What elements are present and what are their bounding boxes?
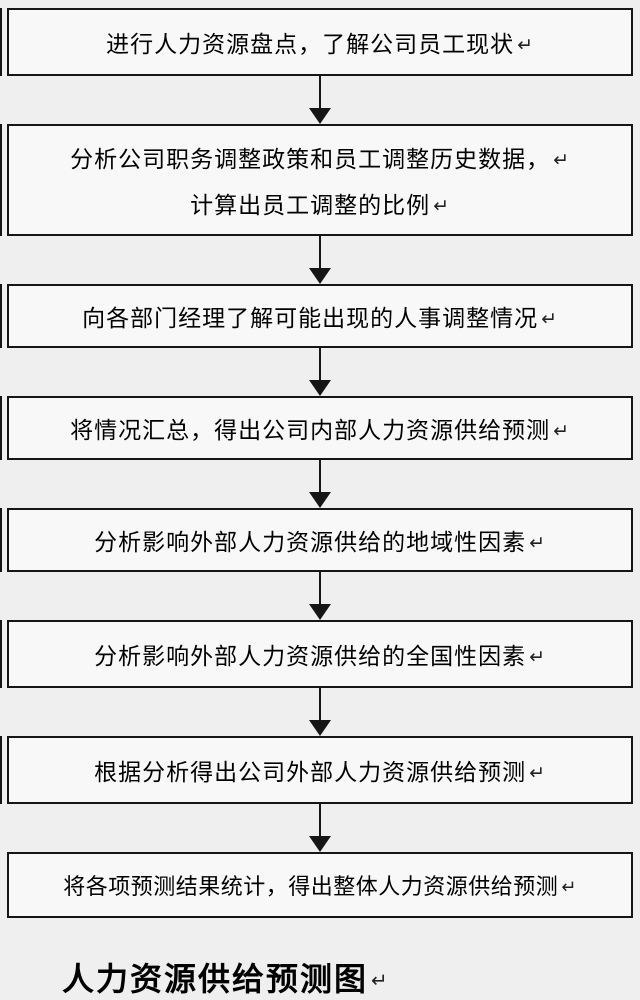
return-mark-icon: ↵ (529, 532, 546, 554)
step-text: 将情况汇总，得出公司内部人力资源供给预测 (70, 417, 551, 443)
down-arrow-6 (0, 688, 640, 736)
step-text: 进行人力资源盘点，了解公司员工现状 (106, 31, 515, 57)
arrow-head-icon (309, 380, 331, 396)
flow-step-5: 分析影响外部人力资源供给的地域性因素↵ (0, 508, 633, 572)
return-mark-icon: ↵ (553, 149, 570, 171)
return-mark-icon: ↵ (529, 646, 546, 668)
arrow-stem (319, 76, 321, 108)
diagram-title-text: 人力资源供给预测图 (62, 961, 369, 997)
step-text: 计算出员工调整的比例 (190, 192, 431, 218)
down-arrow-7 (0, 804, 640, 852)
arrow-stem (319, 804, 321, 836)
down-arrow-5 (0, 572, 640, 620)
arrow-stem (319, 236, 321, 268)
flow-step-6: 分析影响外部人力资源供给的全国性因素↵ (0, 620, 633, 688)
flow-step-text: 分析影响外部人力资源供给的全国性因素↵ (94, 637, 546, 671)
return-mark-icon: ↵ (541, 308, 558, 330)
flow-step-8: 将各项预测结果统计，得出整体人力资源供给预测↵ (7, 852, 633, 918)
arrow-head-icon (309, 836, 331, 852)
down-arrow-3 (0, 348, 640, 396)
return-mark-icon: ↵ (561, 877, 577, 898)
arrow-head-icon (309, 108, 331, 124)
arrow-stem (319, 572, 321, 604)
flow-step-text: 向各部门经理了解可能出现的人事调整情况↵ (82, 299, 558, 333)
arrow-head-icon (309, 720, 331, 736)
step-text: 将各项预测结果统计，得出整体人力资源供给预测 (63, 874, 559, 899)
return-mark-icon: ↵ (529, 762, 546, 784)
diagram-caption: 人力资源供给预测图↵ (62, 954, 640, 1000)
arrow-head-icon (309, 268, 331, 284)
flow-step-3: 向各部门经理了解可能出现的人事调整情况↵ (0, 284, 633, 348)
flow-step-2: 分析公司职务调整政策和员工调整历史数据，↵ 计算出员工调整的比例↵ (0, 124, 633, 236)
arrow-head-icon (309, 492, 331, 508)
down-arrow-4 (0, 460, 640, 508)
arrow-stem (319, 460, 321, 492)
flow-step-text: 分析影响外部人力资源供给的地域性因素↵ (94, 523, 546, 557)
flow-step-text: 将情况汇总，得出公司内部人力资源供给预测↵ (70, 411, 570, 445)
flow-step-text: 根据分析得出公司外部人力资源供给预测↵ (94, 753, 546, 787)
arrow-stem (319, 688, 321, 720)
flow-step-1: 进行人力资源盘点，了解公司员工现状↵ (0, 8, 633, 76)
flow-step-text: 进行人力资源盘点，了解公司员工现状↵ (106, 25, 534, 59)
down-arrow-2 (0, 236, 640, 284)
step-text: 分析公司职务调整政策和员工调整历史数据， (70, 146, 551, 172)
flow-step-text: 分析公司职务调整政策和员工调整历史数据，↵ (70, 140, 570, 174)
return-mark-icon: ↵ (553, 420, 570, 442)
arrow-stem (319, 348, 321, 380)
step-text: 分析影响外部人力资源供给的地域性因素 (94, 529, 527, 555)
flow-step-text: 计算出员工调整的比例↵ (190, 186, 450, 220)
down-arrow-1 (0, 76, 640, 124)
flow-step-4: 将情况汇总，得出公司内部人力资源供给预测↵ (0, 396, 633, 460)
arrow-head-icon (309, 604, 331, 620)
return-mark-icon: ↵ (433, 195, 450, 217)
flow-step-text: 将各项预测结果统计，得出整体人力资源供给预测↵ (63, 869, 577, 901)
step-text: 根据分析得出公司外部人力资源供给预测 (94, 759, 527, 785)
return-mark-icon: ↵ (517, 34, 534, 56)
flow-step-7: 根据分析得出公司外部人力资源供给预测↵ (0, 736, 633, 804)
step-text: 分析影响外部人力资源供给的全国性因素 (94, 643, 527, 669)
return-mark-icon: ↵ (371, 969, 390, 992)
step-text: 向各部门经理了解可能出现的人事调整情况 (82, 305, 539, 331)
